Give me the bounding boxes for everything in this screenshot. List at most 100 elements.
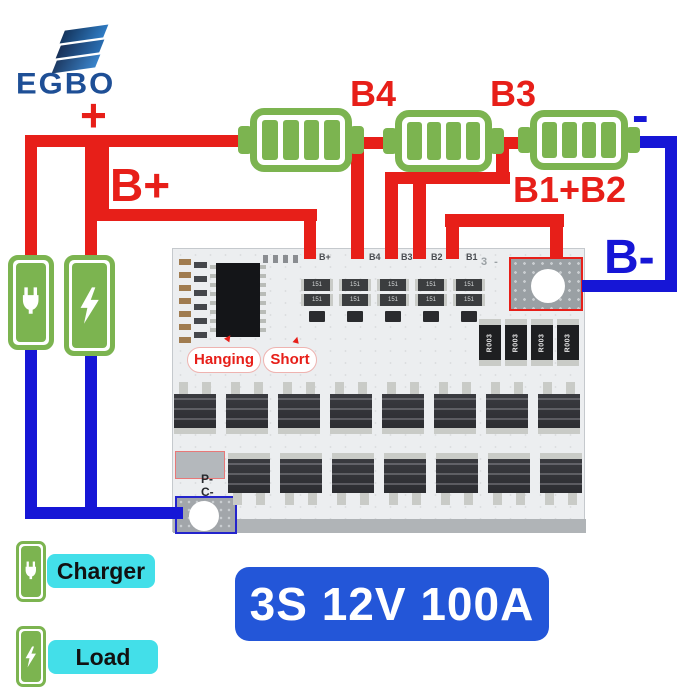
battery-terminal bbox=[238, 126, 252, 154]
smd-transistor bbox=[309, 311, 325, 322]
pad-label-b2: B2 bbox=[431, 252, 443, 262]
solder-hole bbox=[189, 501, 219, 531]
battery-segment bbox=[426, 122, 441, 160]
battery-segment bbox=[324, 120, 340, 160]
p-minus-pad bbox=[175, 451, 225, 479]
bplus-wire bbox=[97, 209, 317, 221]
smd-resistor: 151 bbox=[415, 279, 447, 291]
mosfet bbox=[488, 453, 530, 505]
mosfet bbox=[174, 382, 216, 434]
smd-transistor bbox=[461, 311, 477, 322]
negative-bus-wire bbox=[25, 507, 183, 519]
battery-terminal bbox=[350, 126, 364, 154]
smd-transistor bbox=[423, 311, 439, 322]
b3-label: B3 bbox=[490, 73, 537, 114]
smd-component-row bbox=[263, 255, 301, 263]
shunt-label: R003 bbox=[512, 333, 520, 352]
mosfet bbox=[382, 382, 424, 434]
b-minus-pad bbox=[509, 257, 583, 311]
shunt-resistor: R003 bbox=[505, 319, 527, 366]
smd-resistor: 151 bbox=[453, 279, 485, 291]
bplus-wire bbox=[304, 219, 316, 259]
battery-cell-3 bbox=[530, 110, 628, 170]
battery-segment bbox=[446, 122, 461, 160]
silkscreen-text: 3 - bbox=[481, 256, 500, 268]
smd-resistor: 151 bbox=[377, 279, 409, 291]
shunt-label: R003 bbox=[486, 333, 494, 352]
smd-component-column bbox=[194, 262, 207, 346]
mosfet bbox=[226, 382, 268, 434]
c-minus-pad bbox=[175, 496, 237, 534]
battery-cell-1 bbox=[250, 108, 352, 172]
pad-label-b1: B1 bbox=[466, 252, 478, 262]
short-annotation: Short bbox=[263, 347, 317, 373]
smd-resistor-group: 151 151 bbox=[453, 279, 485, 322]
smd-resistor-group: 151 151 bbox=[301, 279, 333, 322]
battery-segment bbox=[542, 122, 557, 158]
bplus-wire bbox=[97, 135, 109, 221]
load-legend-label: Load bbox=[48, 640, 158, 674]
smd-resistor: 151 bbox=[339, 294, 371, 306]
b1-b2-wire bbox=[445, 214, 564, 227]
smd-resistor: 151 bbox=[415, 294, 447, 306]
battery-terminal bbox=[626, 127, 640, 153]
bminus-wire bbox=[582, 280, 677, 292]
b4-label: B4 bbox=[350, 73, 397, 114]
load-legend-box bbox=[16, 626, 46, 687]
solder-hole bbox=[531, 269, 565, 303]
plus-symbol: + bbox=[80, 89, 107, 141]
b3-wire bbox=[385, 172, 510, 184]
mosfet bbox=[332, 453, 374, 505]
positive-rail-wire bbox=[25, 135, 253, 147]
b1-b2-wire bbox=[550, 226, 563, 259]
spec-banner: 3S 12V 100A bbox=[235, 567, 549, 641]
smd-resistor: 151 bbox=[301, 294, 333, 306]
smd-transistor bbox=[385, 311, 401, 322]
pad-label-b4: B4 bbox=[369, 252, 381, 262]
battery-segment bbox=[303, 120, 320, 160]
lightning-icon bbox=[72, 263, 107, 348]
shunt-resistor: R003 bbox=[557, 319, 579, 366]
smd-transistor bbox=[347, 311, 363, 322]
mosfet bbox=[384, 453, 426, 505]
load-positive-wire bbox=[85, 135, 97, 257]
mosfet bbox=[434, 382, 476, 434]
b4-wire bbox=[351, 148, 364, 259]
battery-cell-2 bbox=[395, 110, 492, 172]
battery-terminal bbox=[518, 127, 532, 153]
mosfet bbox=[228, 453, 270, 505]
c-minus-label: C- bbox=[201, 485, 214, 499]
bminus-wire bbox=[665, 136, 677, 292]
mosfet bbox=[280, 453, 322, 505]
plug-icon bbox=[21, 546, 41, 597]
b3-wire bbox=[385, 183, 398, 259]
smd-resistor-group: 151 151 bbox=[339, 279, 371, 322]
ic-pins bbox=[260, 265, 266, 335]
battery-segment bbox=[465, 122, 480, 160]
load-negative-wire bbox=[85, 355, 97, 519]
battery-segment bbox=[407, 122, 422, 160]
shunt-label: R003 bbox=[564, 333, 572, 352]
battery-segment bbox=[601, 122, 616, 158]
b3-wire bbox=[496, 148, 509, 178]
mosfet bbox=[278, 382, 320, 434]
smd-resistor: 151 bbox=[301, 279, 333, 291]
plug-icon bbox=[16, 263, 46, 342]
brand-logo-text: EGBO bbox=[16, 66, 116, 101]
mosfet bbox=[540, 453, 582, 505]
b2-wire bbox=[413, 183, 426, 259]
shunt-label: R003 bbox=[538, 333, 546, 352]
smd-resistor: 151 bbox=[453, 294, 485, 306]
charger-legend-label: Charger bbox=[47, 554, 155, 588]
p-minus-label: P- bbox=[201, 472, 213, 486]
battery-terminal bbox=[383, 128, 397, 154]
bms-circuit-board: B+ B4 B3 B2 B1 3 - 151 151 151 151 151 1… bbox=[172, 248, 586, 534]
mosfet bbox=[330, 382, 372, 434]
lightning-icon bbox=[21, 631, 41, 682]
ic-pins bbox=[210, 265, 216, 335]
charger-negative-wire bbox=[25, 348, 37, 519]
smd-component-column bbox=[179, 259, 191, 347]
charger-positive-wire bbox=[25, 135, 37, 257]
charger-legend-box bbox=[16, 541, 46, 602]
